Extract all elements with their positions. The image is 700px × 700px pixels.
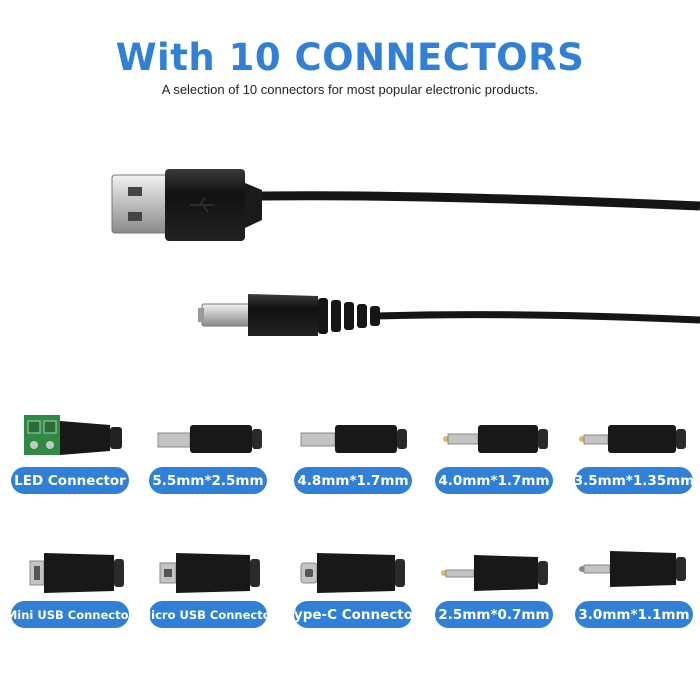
usb-cable-illustration: [111, 169, 700, 336]
connector-tile: 4.0mm*1.7mm: [432, 407, 556, 527]
connector-tile: 3.0mm*1.1mm: [572, 541, 696, 661]
connector-label: 4.0mm*1.7mm: [435, 467, 553, 494]
terminal-block-icon: [24, 415, 122, 455]
connector-label: 4.8mm*1.7mm: [294, 467, 412, 494]
connector-tile: 3.5mm*1.35mm: [572, 407, 696, 527]
connector-tile: LED Connector: [8, 407, 132, 527]
connector-tile: 2.5mm*0.7mm: [432, 541, 556, 661]
connector-label: Mini USB Connector: [6, 601, 134, 628]
barrel-plug-icon: [443, 425, 548, 453]
connector-label: Type-C Connector: [286, 601, 420, 628]
page-title: With 10 CONNECTORS: [115, 36, 585, 79]
dc-barrel-plug-icon: [198, 294, 700, 336]
connector-label: 2.5mm*0.7mm: [435, 601, 553, 628]
connector-label: Micro USB Connector: [140, 601, 276, 628]
barrel-plug-icon: [579, 425, 686, 453]
connector-tile: 4.8mm*1.7mm: [291, 407, 415, 527]
type-c-icon: [300, 553, 405, 593]
connector-tile: Mini USB Connector: [6, 541, 134, 661]
connector-tile: Type-C Connector: [286, 541, 420, 661]
micro-usb-icon: [159, 553, 260, 593]
usb-a-plug-icon: [111, 169, 700, 241]
connector-label: LED Connector: [11, 467, 129, 494]
barrel-plug-icon: [300, 425, 407, 453]
mini-usb-icon: [29, 553, 124, 593]
connector-label: 5.5mm*2.5mm: [149, 467, 267, 494]
connector-label: 3.5mm*1.35mm: [574, 467, 694, 494]
barrel-plug-icon: [579, 551, 686, 587]
connector-tile: 5.5mm*2.5mm: [146, 407, 270, 527]
connector-label: 3.0mm*1.1mm: [575, 601, 693, 628]
page-subtitle: A selection of 10 connectors for most po…: [161, 82, 539, 97]
barrel-plug-icon: [441, 555, 548, 591]
barrel-plug-icon: [157, 425, 262, 453]
connector-tile: Micro USB Connector: [140, 541, 276, 661]
